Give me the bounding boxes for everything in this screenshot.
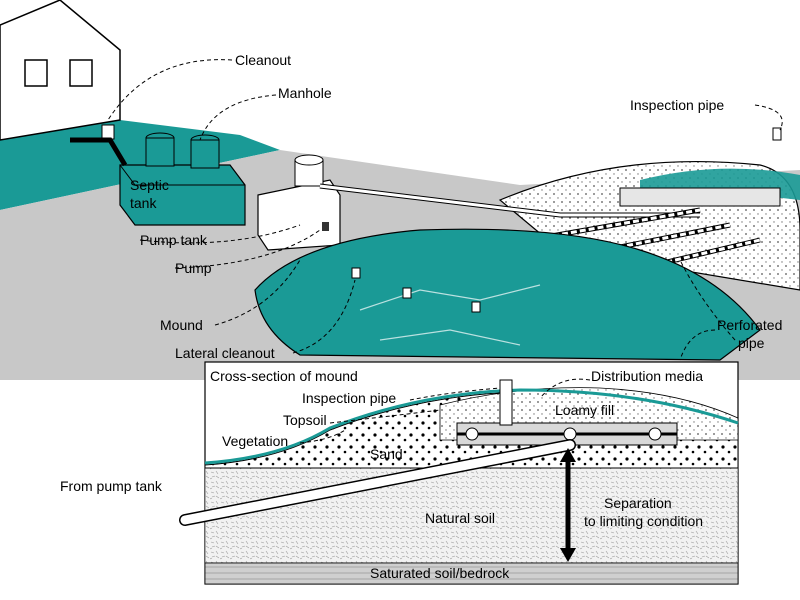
label-vegetation: Vegetation xyxy=(222,433,288,449)
cross-section-inset: Cross-section of mound xyxy=(60,361,739,585)
label-lateral-cleanout: Lateral cleanout xyxy=(175,345,275,361)
label-pump-tank: Pump tank xyxy=(140,232,208,248)
septic-tank-label-1: Septic xyxy=(130,177,169,193)
label-distribution-media: Distribution media xyxy=(591,368,703,384)
saturated-layer xyxy=(204,562,739,585)
label-manhole: Manhole xyxy=(278,85,332,101)
label-loamy-fill: Loamy fill xyxy=(555,402,614,418)
label-perforated-pipe-1: Perforated xyxy=(717,317,782,333)
label-cleanout: Cleanout xyxy=(235,52,291,68)
label-separation-1: Separation xyxy=(604,495,672,511)
manhole-risers xyxy=(145,132,220,169)
leader-lines xyxy=(107,59,783,361)
cleanout-pipe xyxy=(70,124,128,167)
separation-arrow xyxy=(560,448,576,562)
house xyxy=(0,0,121,141)
lateral-cleanouts xyxy=(351,267,481,313)
inspection-pipe-marker xyxy=(772,127,782,141)
label-separation-2: to limiting condition xyxy=(584,513,703,529)
label-saturated: Saturated soil/bedrock xyxy=(370,565,510,581)
label-inspection-pipe: Inspection pipe xyxy=(630,97,724,113)
label-inspection-pipe-section: Inspection pipe xyxy=(302,390,396,406)
label-mound: Mound xyxy=(160,317,203,333)
label-topsoil: Topsoil xyxy=(283,412,327,428)
mound-front xyxy=(254,228,761,361)
label-natural-soil: Natural soil xyxy=(425,510,495,526)
label-pump: Pump xyxy=(175,260,212,276)
septic-tank: Septic tank xyxy=(119,164,246,226)
topsoil-vegetation-line xyxy=(204,388,739,465)
label-sand: Sand xyxy=(370,446,403,462)
label-perforated-pipe-2: pipe xyxy=(738,335,765,351)
natural-soil-layer xyxy=(204,467,739,564)
inspection-pipe-section xyxy=(499,379,513,426)
from-pump-tank-pipe xyxy=(180,440,575,525)
label-from-pump-tank: From pump tank xyxy=(60,478,163,494)
septic-tank-label-2: tank xyxy=(130,195,157,211)
cross-section-title: Cross-section of mound xyxy=(210,368,358,384)
